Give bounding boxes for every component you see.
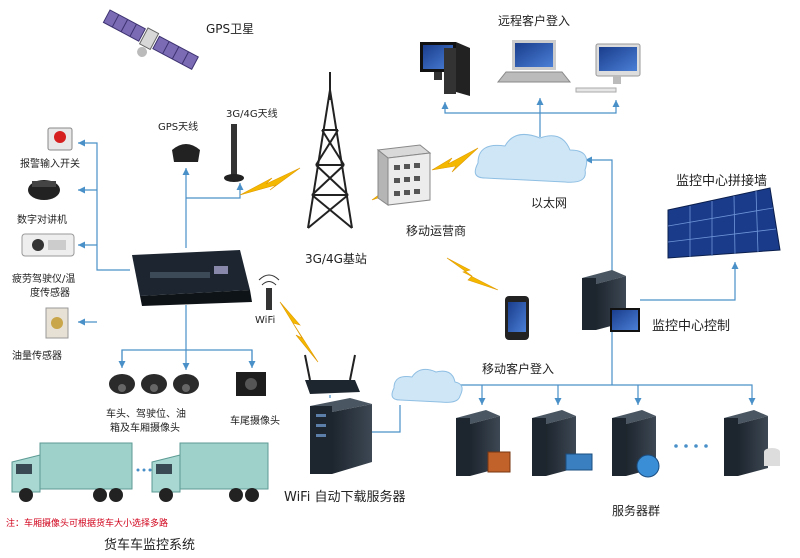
firewall-icon — [487, 451, 511, 473]
ethernet-cloud-icon — [474, 133, 588, 183]
truck-icon — [11, 442, 133, 502]
dome-camera-icon — [173, 374, 199, 394]
mdvr-device — [132, 250, 252, 306]
monitor-wall-label: 监控中心拼接墙 — [676, 174, 768, 189]
lightning-bolt — [239, 167, 301, 196]
fatigue-sensor-label-2: 度传感器 — [30, 288, 70, 299]
server-icon — [532, 410, 576, 476]
server-cluster-label: 服务器群 — [612, 504, 661, 518]
lightning-bolt — [446, 257, 499, 291]
operator-building-icon — [376, 144, 432, 206]
antenna-4g-label: 3G/4G天线 — [226, 109, 278, 120]
satellite-icon — [102, 9, 199, 70]
remote-login-label: 远程客户登入 — [498, 14, 571, 28]
wifi-label: WiFi — [255, 315, 276, 326]
mobile-operator-label: 移动运营商 — [406, 224, 467, 238]
alarm-switch-icon — [47, 127, 73, 151]
database-icon — [764, 448, 780, 466]
smartphone-icon — [505, 296, 529, 340]
camera-desc-label-2: 箱及车厢摄像头 — [110, 423, 180, 434]
oil-sensor-label: 油量传感器 — [12, 351, 62, 362]
lightning-bolt — [279, 301, 319, 363]
wireless-links — [239, 147, 499, 363]
rear-camera-icon — [236, 372, 266, 396]
desktop-pc-icon — [420, 42, 470, 96]
monitor-center-label: 监控中心控制 — [652, 319, 731, 334]
wifi-antenna-icon — [258, 274, 280, 310]
server-cluster — [456, 410, 780, 478]
camera-desc-label-1: 车头、驾驶位、油 — [106, 409, 186, 420]
wifi-download-server-icon — [310, 398, 372, 474]
mobile-login-label: 移动客户登入 — [482, 362, 555, 376]
base-station-label: 3G/4G基站 — [305, 252, 367, 266]
ellipsis-dots — [674, 444, 708, 448]
imac-icon — [575, 43, 641, 93]
gps-satellite-label: GPS卫星 — [206, 22, 255, 36]
video-wall-icon — [667, 187, 781, 259]
ethernet-label: 以太网 — [531, 196, 568, 210]
gps-antenna-icon — [172, 144, 200, 162]
digital-intercom-label: 数字对讲机 — [17, 215, 67, 226]
alarm-input-label: 报警输入开关 — [20, 159, 80, 170]
lightning-bolt — [431, 147, 479, 173]
connector-lines — [78, 98, 756, 433]
fatigue-sensor-label-1: 疲劳驾驶仪/温 — [12, 274, 76, 285]
cell-tower-icon — [307, 72, 353, 229]
server-icon — [724, 410, 768, 476]
ellipsis-dots — [136, 468, 152, 472]
wifi-server-label: WiFi 自动下载服务器 — [284, 490, 406, 505]
truck-system-title: 货车车监控系统 — [104, 538, 196, 553]
fatigue-sensor-icon — [21, 233, 75, 257]
monitor-center-display-icon — [610, 308, 640, 332]
globe-icon — [636, 454, 660, 478]
truck-icon — [151, 442, 269, 502]
laptop-icon — [496, 40, 572, 83]
dome-camera-icon — [109, 374, 135, 394]
antenna-4g-icon — [224, 124, 244, 182]
lan-cloud-icon — [391, 368, 463, 403]
gps-antenna-label: GPS天线 — [158, 122, 199, 133]
wifi-router-icon — [304, 354, 360, 394]
rear-camera-label: 车尾摄像头 — [230, 416, 280, 427]
camera-note: 注：车厢摄像头可根据货车大小选择多路 — [6, 519, 169, 529]
oil-sensor-icon — [45, 307, 69, 339]
intercom-icon — [28, 180, 60, 200]
film-icon — [565, 453, 593, 471]
dome-camera-icon — [141, 374, 167, 394]
